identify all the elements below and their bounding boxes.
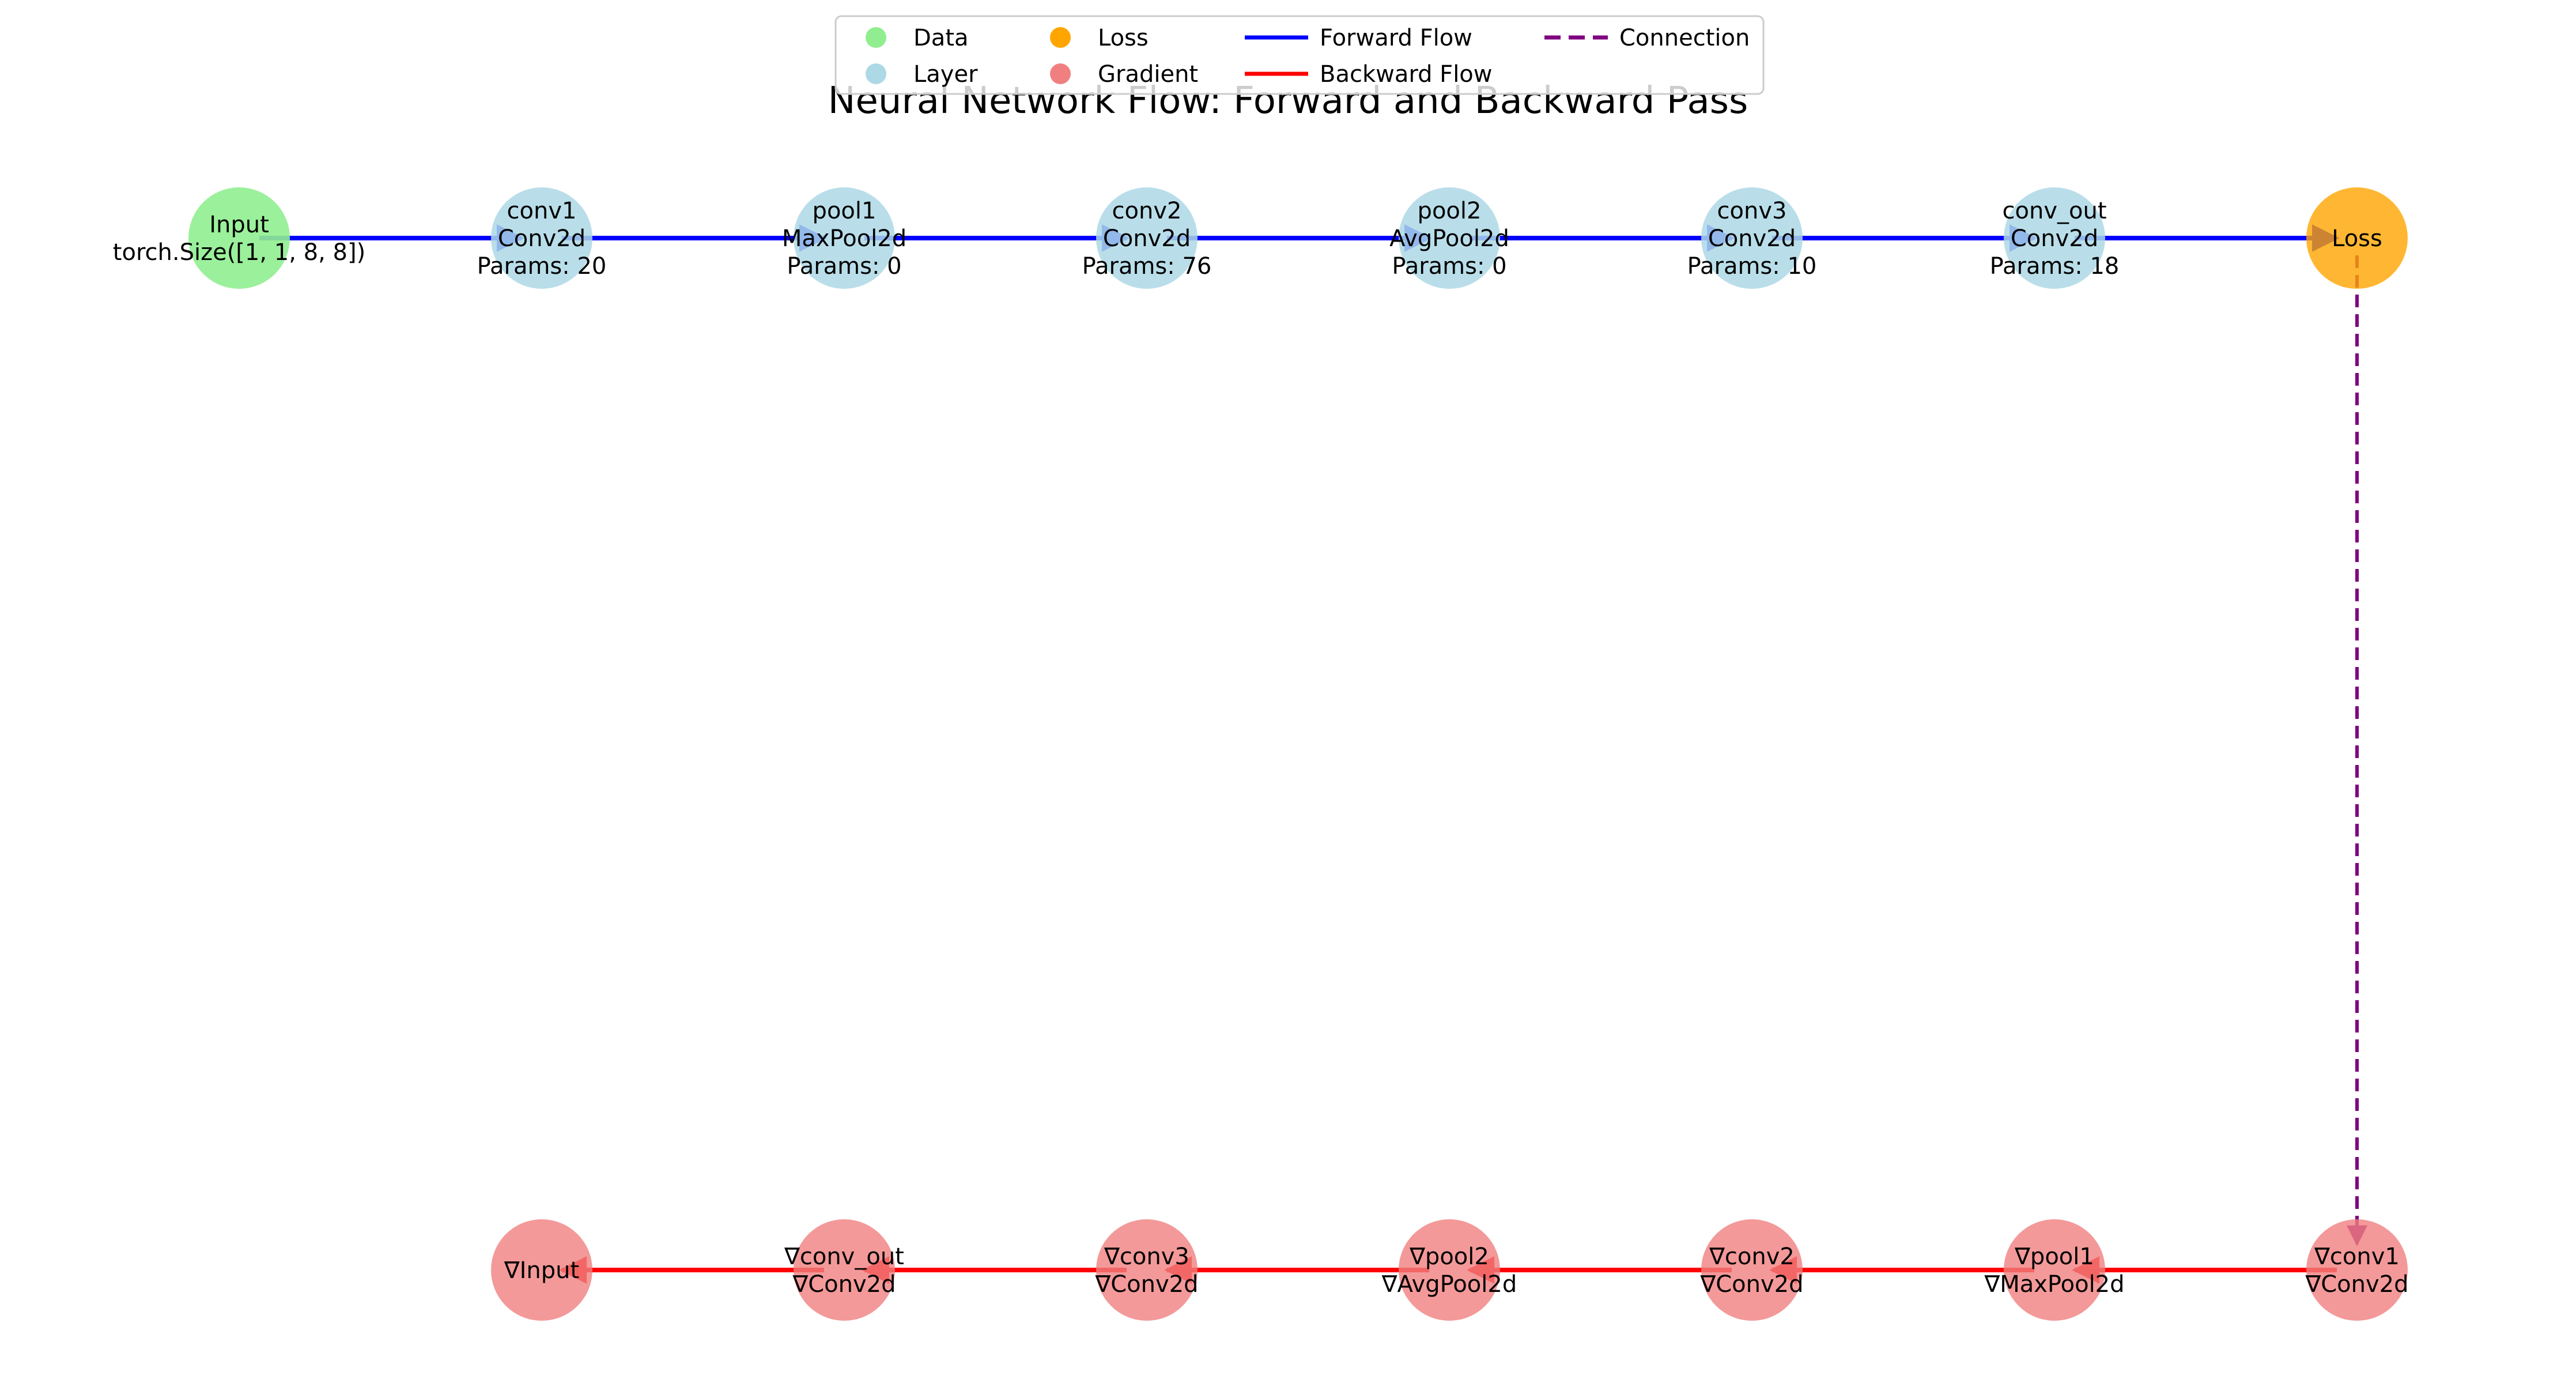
edges-layer — [259, 224, 2367, 1284]
legend-item: Loss — [1050, 25, 1149, 51]
node-conv2-label: Params: 76 — [1082, 253, 1212, 280]
node-conv1-label: Conv2d — [498, 225, 586, 252]
node-grad-conv3: ∇conv3∇Conv2d — [1094, 1219, 1199, 1321]
node-grad-conv2-label: ∇conv2 — [1709, 1243, 1795, 1270]
node-pool2-label: pool2 — [1418, 198, 1482, 224]
node-conv_out-label: Conv2d — [2011, 225, 2098, 252]
legend-label: Data — [913, 25, 969, 51]
legend-label: Loss — [1098, 25, 1149, 51]
legend-item: Backward Flow — [1245, 61, 1493, 88]
legend-label: Connection — [1619, 25, 1750, 51]
node-conv2-label: Conv2d — [1103, 225, 1191, 252]
node-grad-conv_out-label: ∇Conv2d — [792, 1271, 896, 1298]
node-grad-conv_out-circle — [794, 1219, 895, 1321]
legend-swatch-marker — [1050, 63, 1071, 84]
legend-item: Forward Flow — [1245, 25, 1472, 51]
node-grad-conv1-label: ∇conv1 — [2314, 1243, 2400, 1270]
node-grad-pool2: ∇pool2∇AvgPool2d — [1381, 1219, 1517, 1321]
node-grad-conv_out-label: ∇conv_out — [784, 1243, 904, 1270]
node-grad-input-circle — [491, 1219, 592, 1321]
node-grad-conv2: ∇conv2∇Conv2d — [1699, 1219, 1804, 1321]
node-pool1-circle — [794, 187, 895, 289]
node-grad-conv1-circle — [2306, 1219, 2408, 1321]
node-pool2-label: Params: 0 — [1392, 253, 1506, 280]
node-input-label: Input — [209, 212, 269, 238]
node-grad-pool1-circle — [2004, 1219, 2105, 1321]
node-conv3-label: conv3 — [1717, 198, 1787, 224]
node-grad-conv3-label: ∇conv3 — [1104, 1243, 1189, 1270]
node-conv1-label: conv1 — [507, 198, 577, 224]
node-loss: Loss — [2306, 187, 2408, 289]
node-loss-label: Loss — [2332, 225, 2382, 252]
legend-item: Layer — [866, 61, 978, 88]
node-grad-conv1-label: ∇Conv2d — [2305, 1271, 2408, 1298]
node-conv_out-circle — [2004, 187, 2105, 289]
node-grad-conv2-circle — [1701, 1219, 1803, 1321]
node-conv_out-label: conv_out — [2003, 198, 2107, 224]
node-grad-conv3-label: ∇Conv2d — [1094, 1271, 1198, 1298]
node-grad-conv2-label: ∇Conv2d — [1699, 1271, 1803, 1298]
legend-swatch-marker — [1050, 27, 1071, 48]
legend-swatch-marker — [866, 63, 886, 84]
node-pool2-circle — [1399, 187, 1500, 289]
node-pool1-label: Params: 0 — [787, 253, 901, 280]
node-input-label: torch.Size([1, 1, 8, 8]) — [113, 239, 365, 266]
node-loss-circle — [2306, 187, 2408, 289]
node-grad-pool1-label: ∇pool1 — [2014, 1243, 2094, 1270]
node-grad-pool1: ∇pool1∇MaxPool2d — [1984, 1219, 2125, 1321]
node-grad-input-label: ∇Input — [504, 1257, 579, 1284]
node-grad-pool2-circle — [1399, 1219, 1500, 1321]
legend-label: Layer — [913, 61, 978, 88]
node-conv1-circle — [491, 187, 592, 289]
node-conv2-label: conv2 — [1112, 198, 1182, 224]
legend-swatch-marker — [866, 27, 886, 48]
node-grad-conv1: ∇conv1∇Conv2d — [2305, 1219, 2409, 1321]
node-conv2-circle — [1096, 187, 1198, 289]
node-conv1-label: Params: 20 — [477, 253, 607, 280]
legend-label: Gradient — [1098, 61, 1198, 88]
node-pool1-label: MaxPool2d — [782, 225, 906, 252]
legend-item: Connection — [1544, 25, 1750, 51]
node-pool1-label: pool1 — [813, 198, 877, 224]
node-grad-conv3-circle — [1096, 1219, 1198, 1321]
node-input-circle — [188, 187, 290, 289]
node-grad-pool2-label: ∇pool2 — [1409, 1243, 1489, 1270]
node-pool2-label: AvgPool2d — [1389, 225, 1509, 252]
node-grad-input: ∇Input — [491, 1219, 592, 1321]
node-conv3-label: Params: 10 — [1687, 253, 1817, 280]
node-grad-pool1-label: ∇MaxPool2d — [1984, 1271, 2124, 1298]
legend-item: Gradient — [1050, 61, 1198, 88]
legend-item: Data — [866, 25, 969, 51]
node-conv_out-label: Params: 18 — [1990, 253, 2120, 280]
node-conv3-circle — [1701, 187, 1803, 289]
legend-label: Backward Flow — [1320, 61, 1493, 88]
node-grad-conv_out: ∇conv_out∇Conv2d — [784, 1219, 904, 1321]
node-grad-pool2-label: ∇AvgPool2d — [1381, 1271, 1517, 1298]
legend-label: Forward Flow — [1320, 25, 1472, 51]
node-conv3-label: Conv2d — [1708, 225, 1796, 252]
